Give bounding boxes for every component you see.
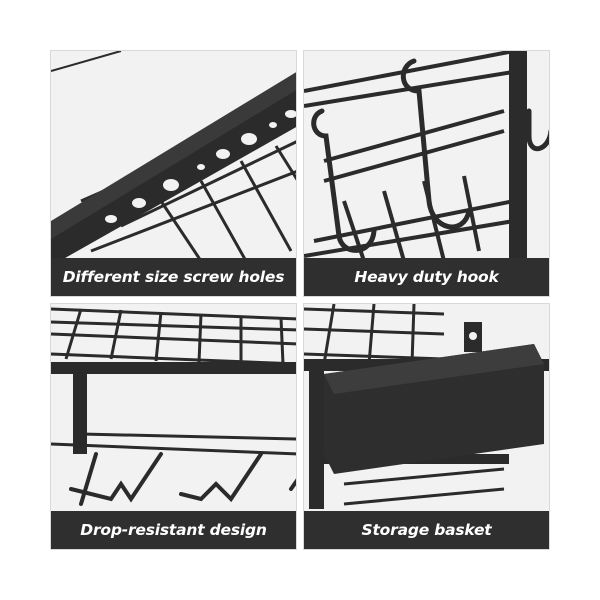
feature-grid: Different size screw holes [50, 50, 550, 550]
storage-basket-photo [304, 304, 549, 514]
feature-panel-screw-holes: Different size screw holes [50, 50, 297, 297]
caption-screw-holes: Different size screw holes [51, 258, 296, 296]
caption-hook: Heavy duty hook [304, 258, 549, 296]
feature-panel-hook: Heavy duty hook [303, 50, 550, 297]
feature-panel-drop-resistant: Drop-resistant design [50, 303, 297, 550]
caption-storage-basket: Storage basket [304, 511, 549, 549]
feature-panel-storage-basket: Storage basket [303, 303, 550, 550]
screw-holes-photo [51, 51, 296, 261]
heavy-duty-hook-photo [304, 51, 549, 261]
drop-resistant-photo [51, 304, 296, 514]
caption-drop-resistant: Drop-resistant design [51, 511, 296, 549]
